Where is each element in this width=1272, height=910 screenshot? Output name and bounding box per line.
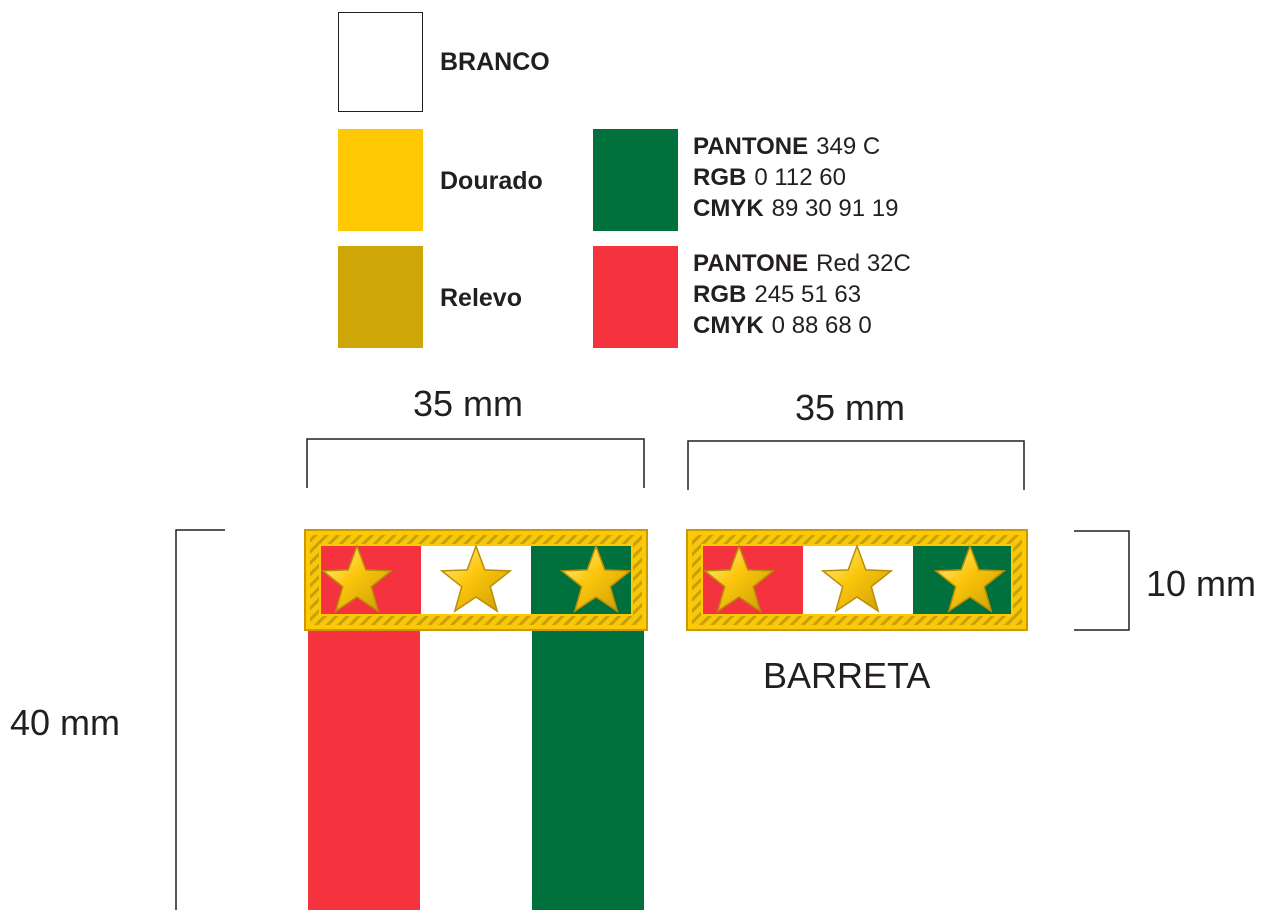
- green-spec: PANTONE 349 C RGB 0 112 60 CMYK 89 30 91 19: [693, 131, 898, 224]
- barreta-width-label: 35 mm: [795, 387, 906, 428]
- label-branco: BRANCO: [440, 48, 550, 76]
- red-cmyk-label: CMYK: [693, 312, 764, 339]
- red-spec: PANTONE Red 32C RGB 245 51 63 CMYK 0 88 68 …: [693, 248, 911, 341]
- green-cmyk-label: CMYK: [693, 195, 764, 222]
- ribbon-red-stripe: [308, 620, 420, 910]
- red-rgb-value: 245 51 63: [754, 281, 862, 308]
- medal-height-label: 40 mm: [10, 702, 121, 743]
- label-relevo: Relevo: [440, 284, 522, 312]
- green-rgb-label: RGB: [693, 164, 747, 191]
- gold-star-icon: [320, 543, 394, 613]
- gold-star-icon: [820, 543, 894, 613]
- barreta-height-bracket: [1074, 530, 1130, 631]
- barreta-caption: BARRETA: [763, 655, 931, 696]
- swatch-relevo: [338, 246, 423, 348]
- green-rgb-value: 0 112 60: [754, 164, 846, 191]
- medal-width-bracket: [306, 438, 645, 488]
- ribbon-green-stripe: [532, 620, 644, 910]
- gold-star-icon: [933, 543, 1007, 613]
- swatch-green: [593, 129, 678, 231]
- green-cmyk-value: 89 30 91 19: [771, 195, 899, 222]
- label-dourado: Dourado: [440, 167, 543, 195]
- medal-width-label: 35 mm: [413, 383, 524, 424]
- gold-star-icon: [702, 543, 776, 613]
- red-pantone-value: Red 32C: [816, 250, 911, 277]
- ribbon-white-stripe: [420, 620, 532, 910]
- gold-star-icon: [439, 543, 513, 613]
- red-cmyk-value: 0 88 68 0: [771, 312, 872, 339]
- medal-height-bracket: [175, 529, 225, 910]
- swatch-red: [593, 246, 678, 348]
- swatch-dourado: [338, 129, 423, 231]
- red-pantone-label: PANTONE: [693, 250, 809, 277]
- green-pantone-label: PANTONE: [693, 133, 809, 160]
- barreta-height-label: 10 mm: [1146, 563, 1257, 604]
- green-pantone-value: 349 C: [816, 133, 881, 160]
- barreta-width-bracket: [687, 440, 1025, 490]
- gold-star-icon: [559, 543, 633, 613]
- red-rgb-label: RGB: [693, 281, 747, 308]
- swatch-branco: [338, 12, 423, 112]
